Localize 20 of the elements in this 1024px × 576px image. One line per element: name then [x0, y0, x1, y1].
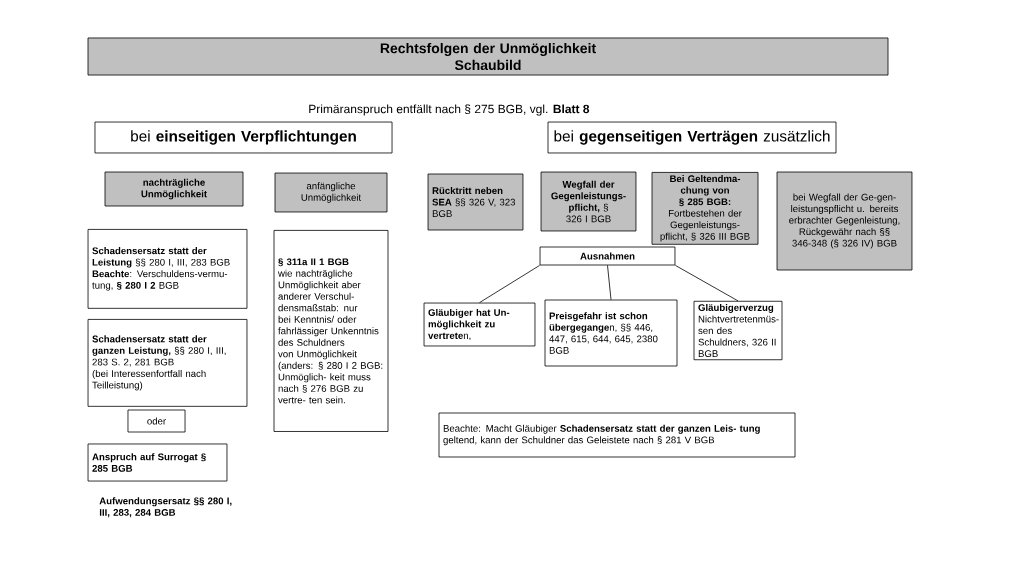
connector-line [675, 265, 739, 302]
category-box: anfängliche Unmöglichkeit [274, 172, 388, 213]
exception-box: Ausnahmen [539, 246, 676, 266]
heading-box: bei einseitigen Verpflichtungen [94, 121, 393, 154]
subtitle-text: Primäranspruch entfällt nach § 275 BGB, vgl. Blatt 8 [309, 104, 590, 116]
category-box: nachträgliche Unmöglichkeit [104, 171, 244, 207]
connector-line [479, 265, 541, 304]
exception-box: Preisgefahr ist schon übergegangen, §§ 446, 447, 615, 644, 645, 2380 BGB [544, 299, 678, 367]
connector-box: oder [127, 409, 186, 433]
consequence-box: Bei Geltendma- chung von § 285 BGB: Fortbestehen der Gegenleistungs- pflicht, § 326 III BGB [651, 172, 759, 245]
consequence-box: bei Wegfall der Ge-gen- leistungspflicht u. bereits erbrachter Gegenleistung, Rückgewähr nach §§ 346-348 (§ 326 IV) BGB [776, 171, 913, 271]
exception-box: Gläubigerverzug Nichtvertretenmüs- sen des Schuldners, 326 II BGB [693, 300, 783, 361]
title-box: Rechtsfolgen der Unmöglichkeit Schaubild [87, 37, 889, 76]
consequence-box: Wegfall der Gegenleistungs- pflicht, § 326 I BGB [540, 171, 637, 232]
note-box: Beachte: Macht Gläubiger Schadensersatz statt der ganzen Leis- tung geltend, kann der Schuldner das Geleistete nach § 281 V BGB [438, 412, 796, 458]
connector-line [607, 265, 612, 300]
exception-box: Gläubiger hat Un- möglichkeit zu vertreten, [423, 302, 536, 347]
consequence-box: Rücktritt neben SEA §§ 326 V, 323 BGB [427, 173, 524, 231]
heading-box: bei gegenseitigen Verträgen zusätzlich [547, 121, 837, 154]
rule-text: Aufwendungsersatz §§ 280 I, III, 283, 284 BGB [99, 497, 232, 518]
